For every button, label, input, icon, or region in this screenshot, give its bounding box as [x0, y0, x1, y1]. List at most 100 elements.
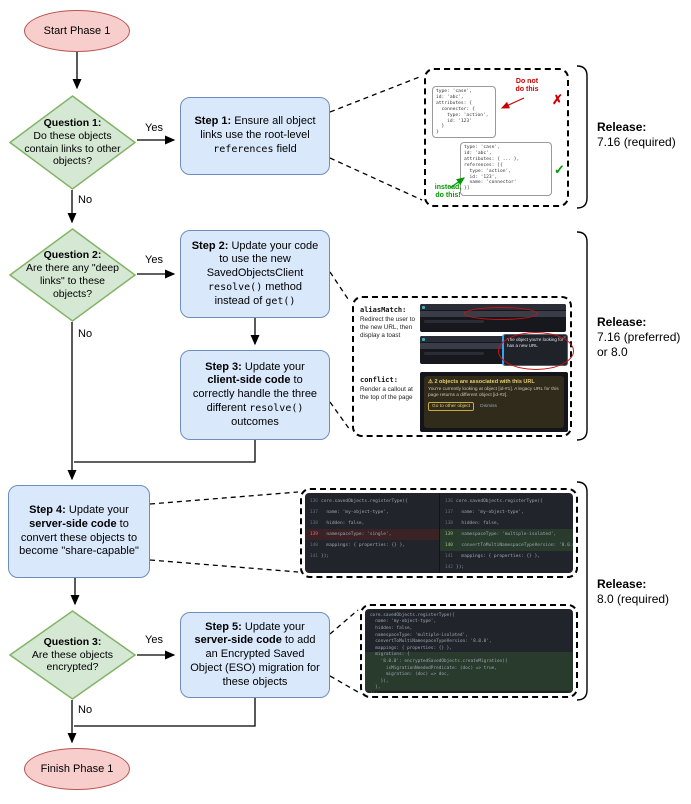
- dashed-step5-callout-top: [329, 609, 359, 635]
- release-bracket-2: [576, 231, 588, 441]
- code-line: name: 'my-object-type',: [370, 619, 437, 625]
- code-line: 137 name: 'my-object-type',: [444, 510, 524, 515]
- good-code-card: type: 'case',id: 'abc',attributes: { ...…: [460, 142, 552, 196]
- question-3-diamond: Question 3:Are these objects encrypted?: [8, 610, 137, 700]
- diamond-shape: [8, 228, 137, 322]
- x-mark-icon: ✗: [552, 92, 563, 107]
- do-not-do-this-label: Do not do this: [515, 78, 539, 93]
- callout-resolve-outcomes: aliasMatch: Redirect the user to the new…: [352, 296, 574, 437]
- url-bar: [420, 343, 566, 349]
- code-line: migrations: {: [365, 651, 573, 659]
- code-line: 140 mappings: { properties: {} },: [309, 543, 405, 548]
- step-2-box: Step 2: Update your code to use the new …: [180, 230, 330, 318]
- app-toolbar: [420, 336, 566, 342]
- code-line: 138 hidden: false,: [444, 521, 500, 526]
- step-2-text: Step 2: Update your code to use the new …: [191, 239, 319, 307]
- edge-step5-join: [74, 698, 256, 727]
- label-no-q2: No: [78, 328, 93, 340]
- dismiss-button: Dismiss: [480, 403, 497, 409]
- question-2-diamond: Question 2:Are there any "deep links" to…: [8, 228, 137, 322]
- step-5-text: Step 5: Update your server-side code to …: [190, 620, 320, 688]
- code-line: 141 mappings: { properties: {} },: [444, 554, 540, 559]
- step-1-box: Step 1: Ensure all object links use the …: [180, 97, 330, 175]
- alias-screenshot-1: [420, 304, 566, 332]
- instead-do-this-label: instead, do this!: [434, 184, 462, 199]
- kibana-logo-icon: [422, 337, 425, 341]
- conflict-callout-box: ⚠ 2 objects are associated with this URL…: [424, 376, 564, 428]
- code-line: 140 convertToMultiNamespaceTypeVersion: …: [440, 540, 573, 551]
- finish-node: Finish Phase 1: [24, 748, 130, 790]
- red-annotation-ellipse-toast: [498, 332, 574, 370]
- dashed-step4-callout-top: [149, 491, 299, 505]
- code-line: },: [365, 684, 573, 692]
- code-line: mappings: { properties: {} },: [370, 645, 452, 651]
- label-no-q3: No: [78, 704, 93, 716]
- code-line: namespaceType: 'multiple-isolated',: [370, 632, 468, 638]
- conflict-desc: Render a callout at the top of the page: [360, 386, 413, 401]
- diamond-shape: [8, 95, 137, 190]
- finish-label: Finish Phase 1: [40, 763, 114, 775]
- kibana-logo-icon: [422, 305, 425, 309]
- dashed-step2-callout-top: [329, 271, 351, 303]
- code-line: isMigrationNeededPredicate: (doc) => tru…: [365, 664, 573, 672]
- code-line: });: [365, 691, 573, 693]
- code-line: convertToMultiNamespaceTypeVersion: '8.0…: [370, 639, 492, 645]
- bad-code-card: type: 'case',id: 'abc',attributes: { con…: [432, 86, 496, 138]
- check-mark-icon: ✓: [554, 162, 565, 177]
- label-no-q1: No: [78, 194, 93, 206]
- step-4-text: Step 4: Update your server-side code to …: [19, 504, 139, 558]
- code-line: 138 hidden: false,: [309, 521, 365, 526]
- code-line: core.savedObjects.registerType({: [370, 612, 455, 618]
- step-5-box: Step 5: Update your server-side code to …: [180, 612, 330, 698]
- code-line: }),: [365, 677, 573, 685]
- start-node: Start Phase 1: [24, 10, 130, 52]
- dashed-step1-callout-bottom: [329, 157, 423, 201]
- step-1-text: Step 1: Ensure all object links use the …: [194, 115, 316, 155]
- warning-icon: ⚠: [428, 379, 433, 385]
- question-1-diamond: Question 1:Do these objects contain link…: [8, 95, 137, 190]
- release-1: Release: 7.16 (required): [597, 120, 676, 149]
- content-bar: [424, 320, 484, 323]
- conflict-screenshot: ⚠ 2 objects are associated with this URL…: [420, 372, 568, 432]
- question-1-text: Question 1:Do these objects contain link…: [24, 116, 121, 168]
- question-2-text: Question 2:Are there any "deep links" to…: [25, 249, 120, 300]
- alias-match-desc: Redirect the user to the new URL, then d…: [360, 316, 415, 339]
- dashed-step3-callout-bottom: [329, 401, 351, 431]
- code-line: migration: (doc) => doc,: [365, 671, 573, 678]
- code-line: '8.0.0': encryptedSavedObjects.createMig…: [365, 658, 573, 665]
- question-3-text: Question 3:Are these objects encrypted?: [31, 635, 114, 674]
- dashed-step5-callout-bottom: [329, 675, 359, 693]
- good-arrow: [449, 177, 465, 189]
- release-2: Release: 7.16 (preferred) or 8.0: [597, 315, 681, 359]
- step-4-box: Step 4: Update your server-side code to …: [8, 485, 150, 578]
- edge-step3-join: [74, 440, 256, 463]
- diamond-shape: [8, 610, 137, 700]
- code-panel: core.savedObjects.registerType({ name: '…: [365, 609, 573, 693]
- release-3: Release: 8.0 (required): [597, 577, 670, 606]
- release-bracket-1: [576, 65, 588, 209]
- label-yes-q3: Yes: [145, 634, 163, 646]
- callout1-arrows: [449, 97, 525, 189]
- go-to-other-object-button: Go to other object: [428, 401, 475, 411]
- code-line: 141});: [309, 554, 330, 559]
- step-3-box: Step 3: Update your client-side code to …: [180, 350, 330, 440]
- start-label: Start Phase 1: [43, 25, 111, 37]
- code-line: hidden: false,: [370, 625, 413, 631]
- dashed-step1-callout-top: [329, 75, 423, 113]
- conflict-title: ⚠ 2 objects are associated with this URL: [428, 379, 535, 385]
- code-line: 142});: [444, 565, 465, 570]
- release-bracket-3: [576, 481, 588, 701]
- label-yes-q1: Yes: [145, 122, 163, 134]
- red-annotation-ellipse: [464, 307, 538, 320]
- code-line: 139 namespaceType: 'multiple-isolated',: [440, 529, 573, 540]
- callout-references-example: Do not do this ✗ type: 'case',id: 'abc',…: [424, 68, 569, 207]
- dashed-step4-callout-bottom: [149, 559, 299, 573]
